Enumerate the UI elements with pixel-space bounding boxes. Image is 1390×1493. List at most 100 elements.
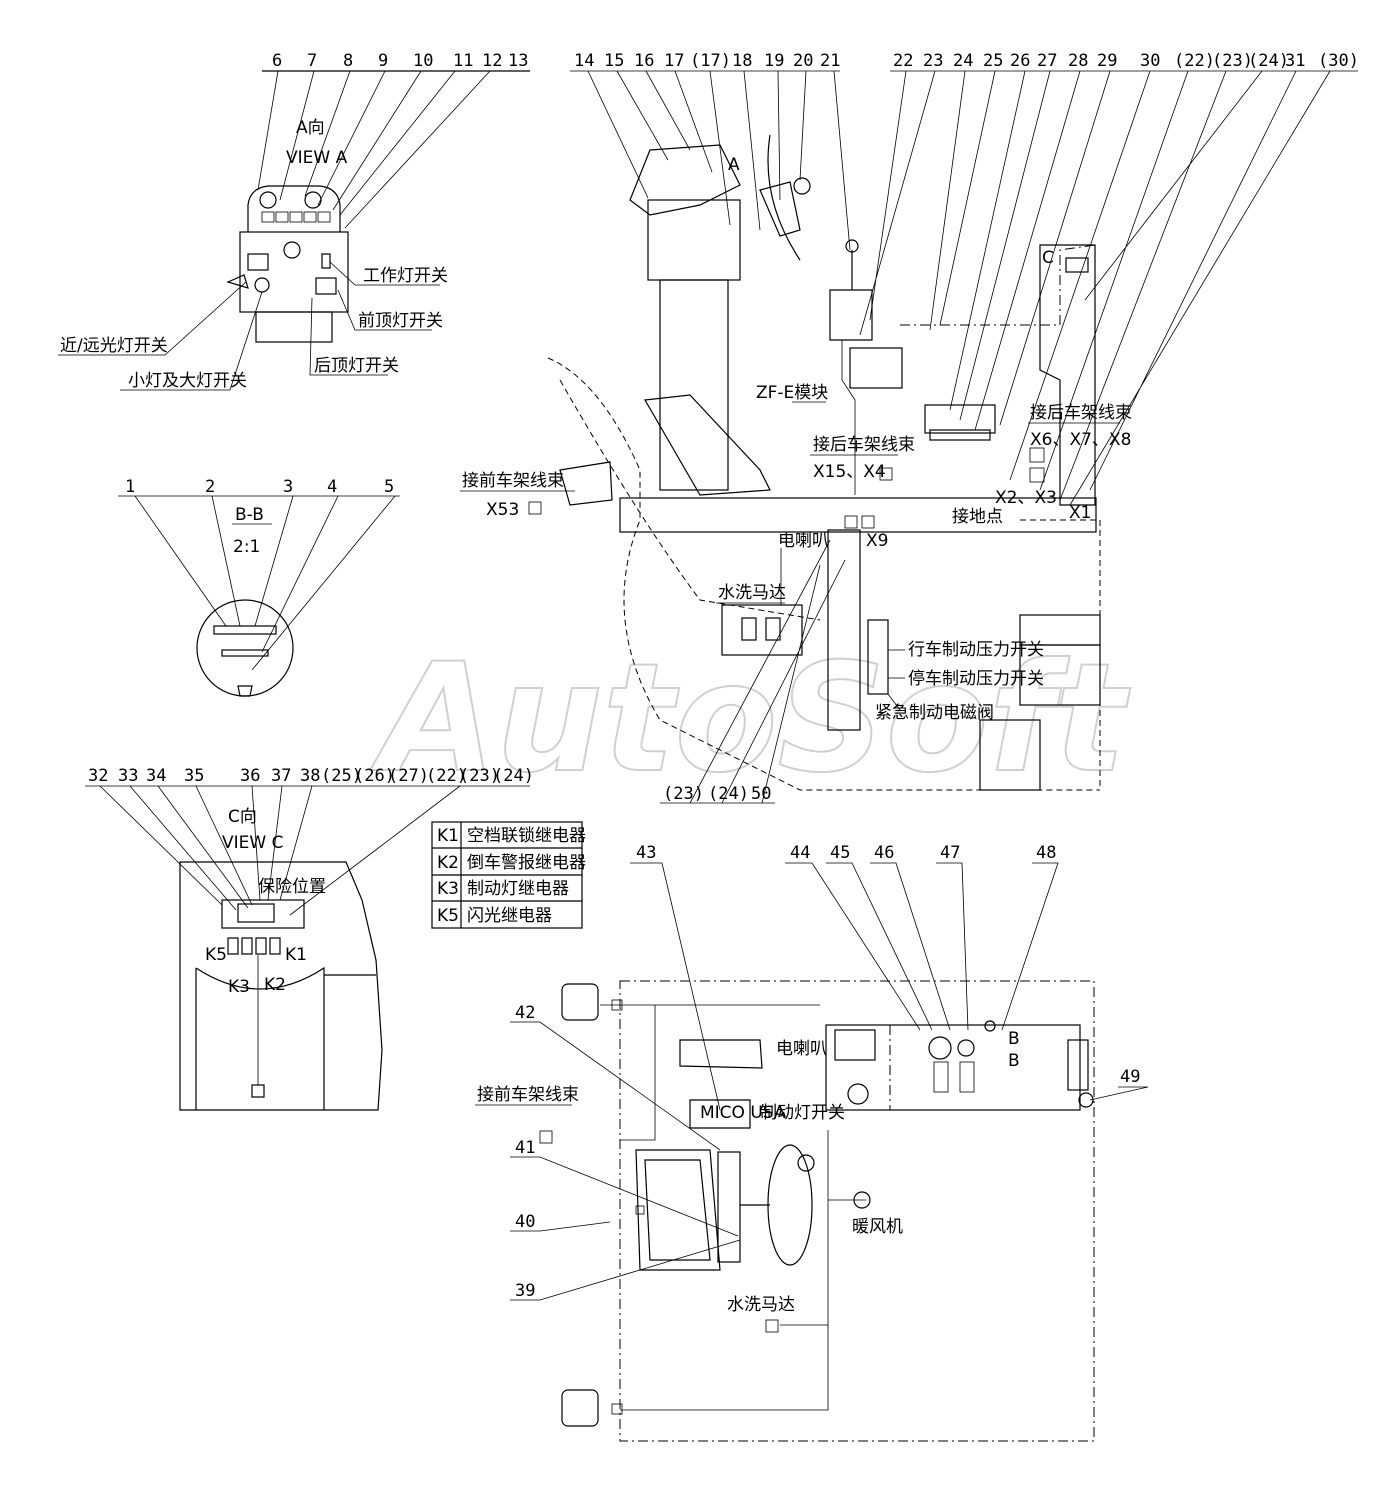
side-view-part-numbers: 14 15 16 17 (17) 18 19 20 21 22 23 24 25…: [574, 51, 1359, 71]
relay-code: K3: [437, 879, 459, 899]
part-number: 7: [307, 51, 317, 71]
part-number: 2: [205, 477, 215, 497]
relay-table-row: K2 倒车警报继电器: [437, 853, 586, 873]
part-number: (22): [426, 766, 467, 786]
part-number: 20: [793, 51, 813, 71]
relay-code: K5: [437, 906, 459, 926]
part-number: 8: [343, 51, 353, 71]
relay-code: K1: [437, 826, 459, 846]
top-view-part-numbers: 43 44 45 46 47 48 42 41 40 39 49: [515, 843, 1140, 1301]
label-x2-x3: X2、X3: [995, 488, 1057, 508]
part-number: (26): [354, 766, 395, 786]
label-work-light-switch: 工作灯开关: [363, 266, 448, 286]
label-front-top-light-switch: 前顶灯开关: [358, 311, 443, 331]
label-b: B: [1008, 1051, 1020, 1071]
side-view: 14 15 16 17 (17) 18 19 20 21 22 23 24 25…: [460, 51, 1359, 804]
relay-table: K1 空档联锁继电器 K2 倒车警报继电器 K3 制动灯继电器 K5 闪光继电器: [431, 821, 586, 929]
label-brake-light-switch: 制动灯开关: [760, 1103, 845, 1123]
part-number: 9: [378, 51, 388, 71]
part-number: 49: [1120, 1067, 1140, 1087]
part-number: 23: [923, 51, 943, 71]
part-number: 11: [453, 51, 473, 71]
label-x9: X9: [866, 531, 888, 551]
part-number: (27): [388, 766, 429, 786]
label-rear-frame-harness-codes: X15、X4: [813, 462, 886, 482]
view-c-title: C向: [228, 807, 257, 827]
view-c-subtitle: VIEW C: [222, 833, 283, 853]
label-high-low-beam-switch: 近/远光灯开关: [60, 336, 168, 356]
part-number: 40: [515, 1212, 535, 1232]
label-horn: 电喇叭: [776, 1039, 827, 1059]
relay-table-row: K5 闪光继电器: [437, 906, 552, 926]
view-a-title: A向: [296, 118, 325, 138]
part-number: (17): [690, 51, 731, 71]
label-washer-motor: 水洗马达: [718, 583, 786, 603]
part-number: 22: [893, 51, 913, 71]
view-a-subtitle: VIEW A: [286, 148, 348, 168]
part-number: (23): [459, 766, 500, 786]
relay-label: K5: [205, 945, 227, 965]
part-number: 21: [820, 51, 840, 71]
part-number: 44: [790, 843, 810, 863]
section-bb-scale: 2:1: [233, 537, 260, 557]
label-rear-frame-harness: 接后车架线束: [813, 435, 915, 455]
part-number: 4: [327, 477, 337, 497]
part-number: 6: [272, 51, 282, 71]
relay-table-row: K3 制动灯继电器: [437, 879, 569, 899]
part-number: 28: [1068, 51, 1088, 71]
part-number: 50: [751, 784, 771, 804]
part-number: (22): [1174, 51, 1215, 71]
label-front-frame-harness: 接前车架线束: [462, 471, 564, 491]
part-number: 29: [1097, 51, 1117, 71]
label-fuse-position: 保险位置: [258, 877, 326, 897]
part-number: 19: [764, 51, 784, 71]
view-c: 32 33 34 35 36 37 38 (25) (26) (27) (22)…: [85, 766, 534, 1111]
top-view: 43 44 45 46 47 48 42 41 40 39 49: [475, 843, 1149, 1442]
label-service-brake-switch: 行车制动压力开关: [908, 640, 1044, 660]
part-number: 37: [271, 766, 291, 786]
view-a: 6 7 8 9 10 11 12 13 A向 VIEW A: [58, 51, 530, 391]
part-number: 35: [184, 766, 204, 786]
part-number: 31: [1285, 51, 1305, 71]
part-number: (24): [493, 766, 534, 786]
part-number: 42: [515, 1003, 535, 1023]
label-parking-brake-switch: 停车制动压力开关: [908, 669, 1044, 689]
part-number: 39: [515, 1281, 535, 1301]
part-number: 3: [283, 477, 293, 497]
label-small-big-light-switch: 小灯及大灯开关: [128, 371, 247, 391]
relay-description: 倒车警报继电器: [467, 853, 586, 873]
part-number: 41: [515, 1138, 535, 1158]
part-number: 32: [88, 766, 108, 786]
view-a-marker: A: [728, 155, 740, 175]
view-c-marker: C: [1042, 248, 1054, 268]
part-number: 17: [664, 51, 684, 71]
label-washer-motor: 水洗马达: [727, 1295, 795, 1315]
part-number: 24: [953, 51, 973, 71]
part-number: 13: [508, 51, 528, 71]
relay-description: 制动灯继电器: [467, 879, 569, 899]
part-number: (24): [1248, 51, 1289, 71]
watermark: AutoSoft: [370, 632, 1131, 806]
label-rear-frame-harness-codes: X6、X7、X8: [1030, 430, 1131, 450]
part-number: 25: [983, 51, 1003, 71]
section-bb: 1 2 3 4 5 B-B 2:1: [118, 477, 400, 697]
relay-description: 闪光继电器: [467, 906, 552, 926]
label-horn: 电喇叭: [778, 531, 829, 551]
part-number: 45: [830, 843, 850, 863]
label-rear-frame-harness: 接后车架线束: [1030, 403, 1132, 423]
label-front-frame-harness: 接前车架线束: [477, 1085, 579, 1105]
mico-brand-label: MICO USA: [700, 1103, 786, 1123]
part-number: 18: [732, 51, 752, 71]
view-a-part-numbers: 6 7 8 9 10 11 12 13: [272, 51, 528, 71]
relay-description: 空档联锁继电器: [467, 826, 586, 846]
part-number: 14: [574, 51, 594, 71]
part-number: (23): [1212, 51, 1253, 71]
label-zf-module: ZF-E模块: [756, 383, 828, 403]
part-number: 15: [604, 51, 624, 71]
part-number: 47: [940, 843, 960, 863]
part-number: 48: [1036, 843, 1056, 863]
part-number: (30): [1318, 51, 1359, 71]
part-number: 36: [240, 766, 260, 786]
part-number: 1: [125, 477, 135, 497]
